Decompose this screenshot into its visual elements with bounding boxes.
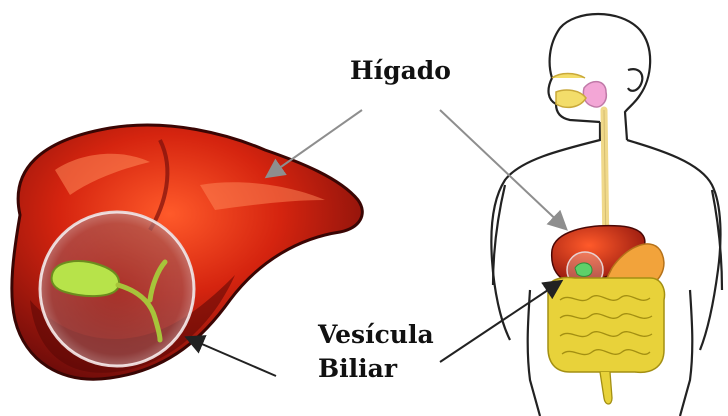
gallbladder-shape bbox=[50, 260, 120, 298]
left-arm bbox=[491, 184, 507, 286]
salivary-glands bbox=[582, 80, 608, 108]
arrow-liver-to-body-liver bbox=[439, 109, 568, 231]
head-outline bbox=[547, 12, 652, 141]
arrow-gallbladder-to-magnifier bbox=[184, 335, 277, 377]
liver-highlight-left bbox=[55, 153, 150, 195]
mouth-cavity bbox=[555, 89, 587, 109]
bile-duct bbox=[115, 282, 163, 343]
bile-duct-branch bbox=[147, 259, 168, 303]
torso-outline bbox=[490, 122, 722, 351]
arrow-liver-to-large-liver bbox=[264, 109, 363, 179]
right-arm bbox=[710, 189, 724, 291]
label-gallbladder-line1: Vesícula bbox=[318, 320, 434, 349]
label-liver: Hígado bbox=[350, 56, 451, 85]
arrow-gallbladder-to-body bbox=[439, 279, 564, 363]
face-features bbox=[551, 72, 608, 109]
hips-outline bbox=[526, 289, 694, 416]
body-gallbladder bbox=[574, 262, 593, 277]
label-gallbladder-line2: Biliar bbox=[318, 354, 397, 383]
human-figure bbox=[490, 12, 724, 416]
intestines bbox=[547, 276, 666, 405]
liver-highlight-right bbox=[200, 182, 325, 210]
gallbladder-magnifier bbox=[38, 210, 196, 368]
